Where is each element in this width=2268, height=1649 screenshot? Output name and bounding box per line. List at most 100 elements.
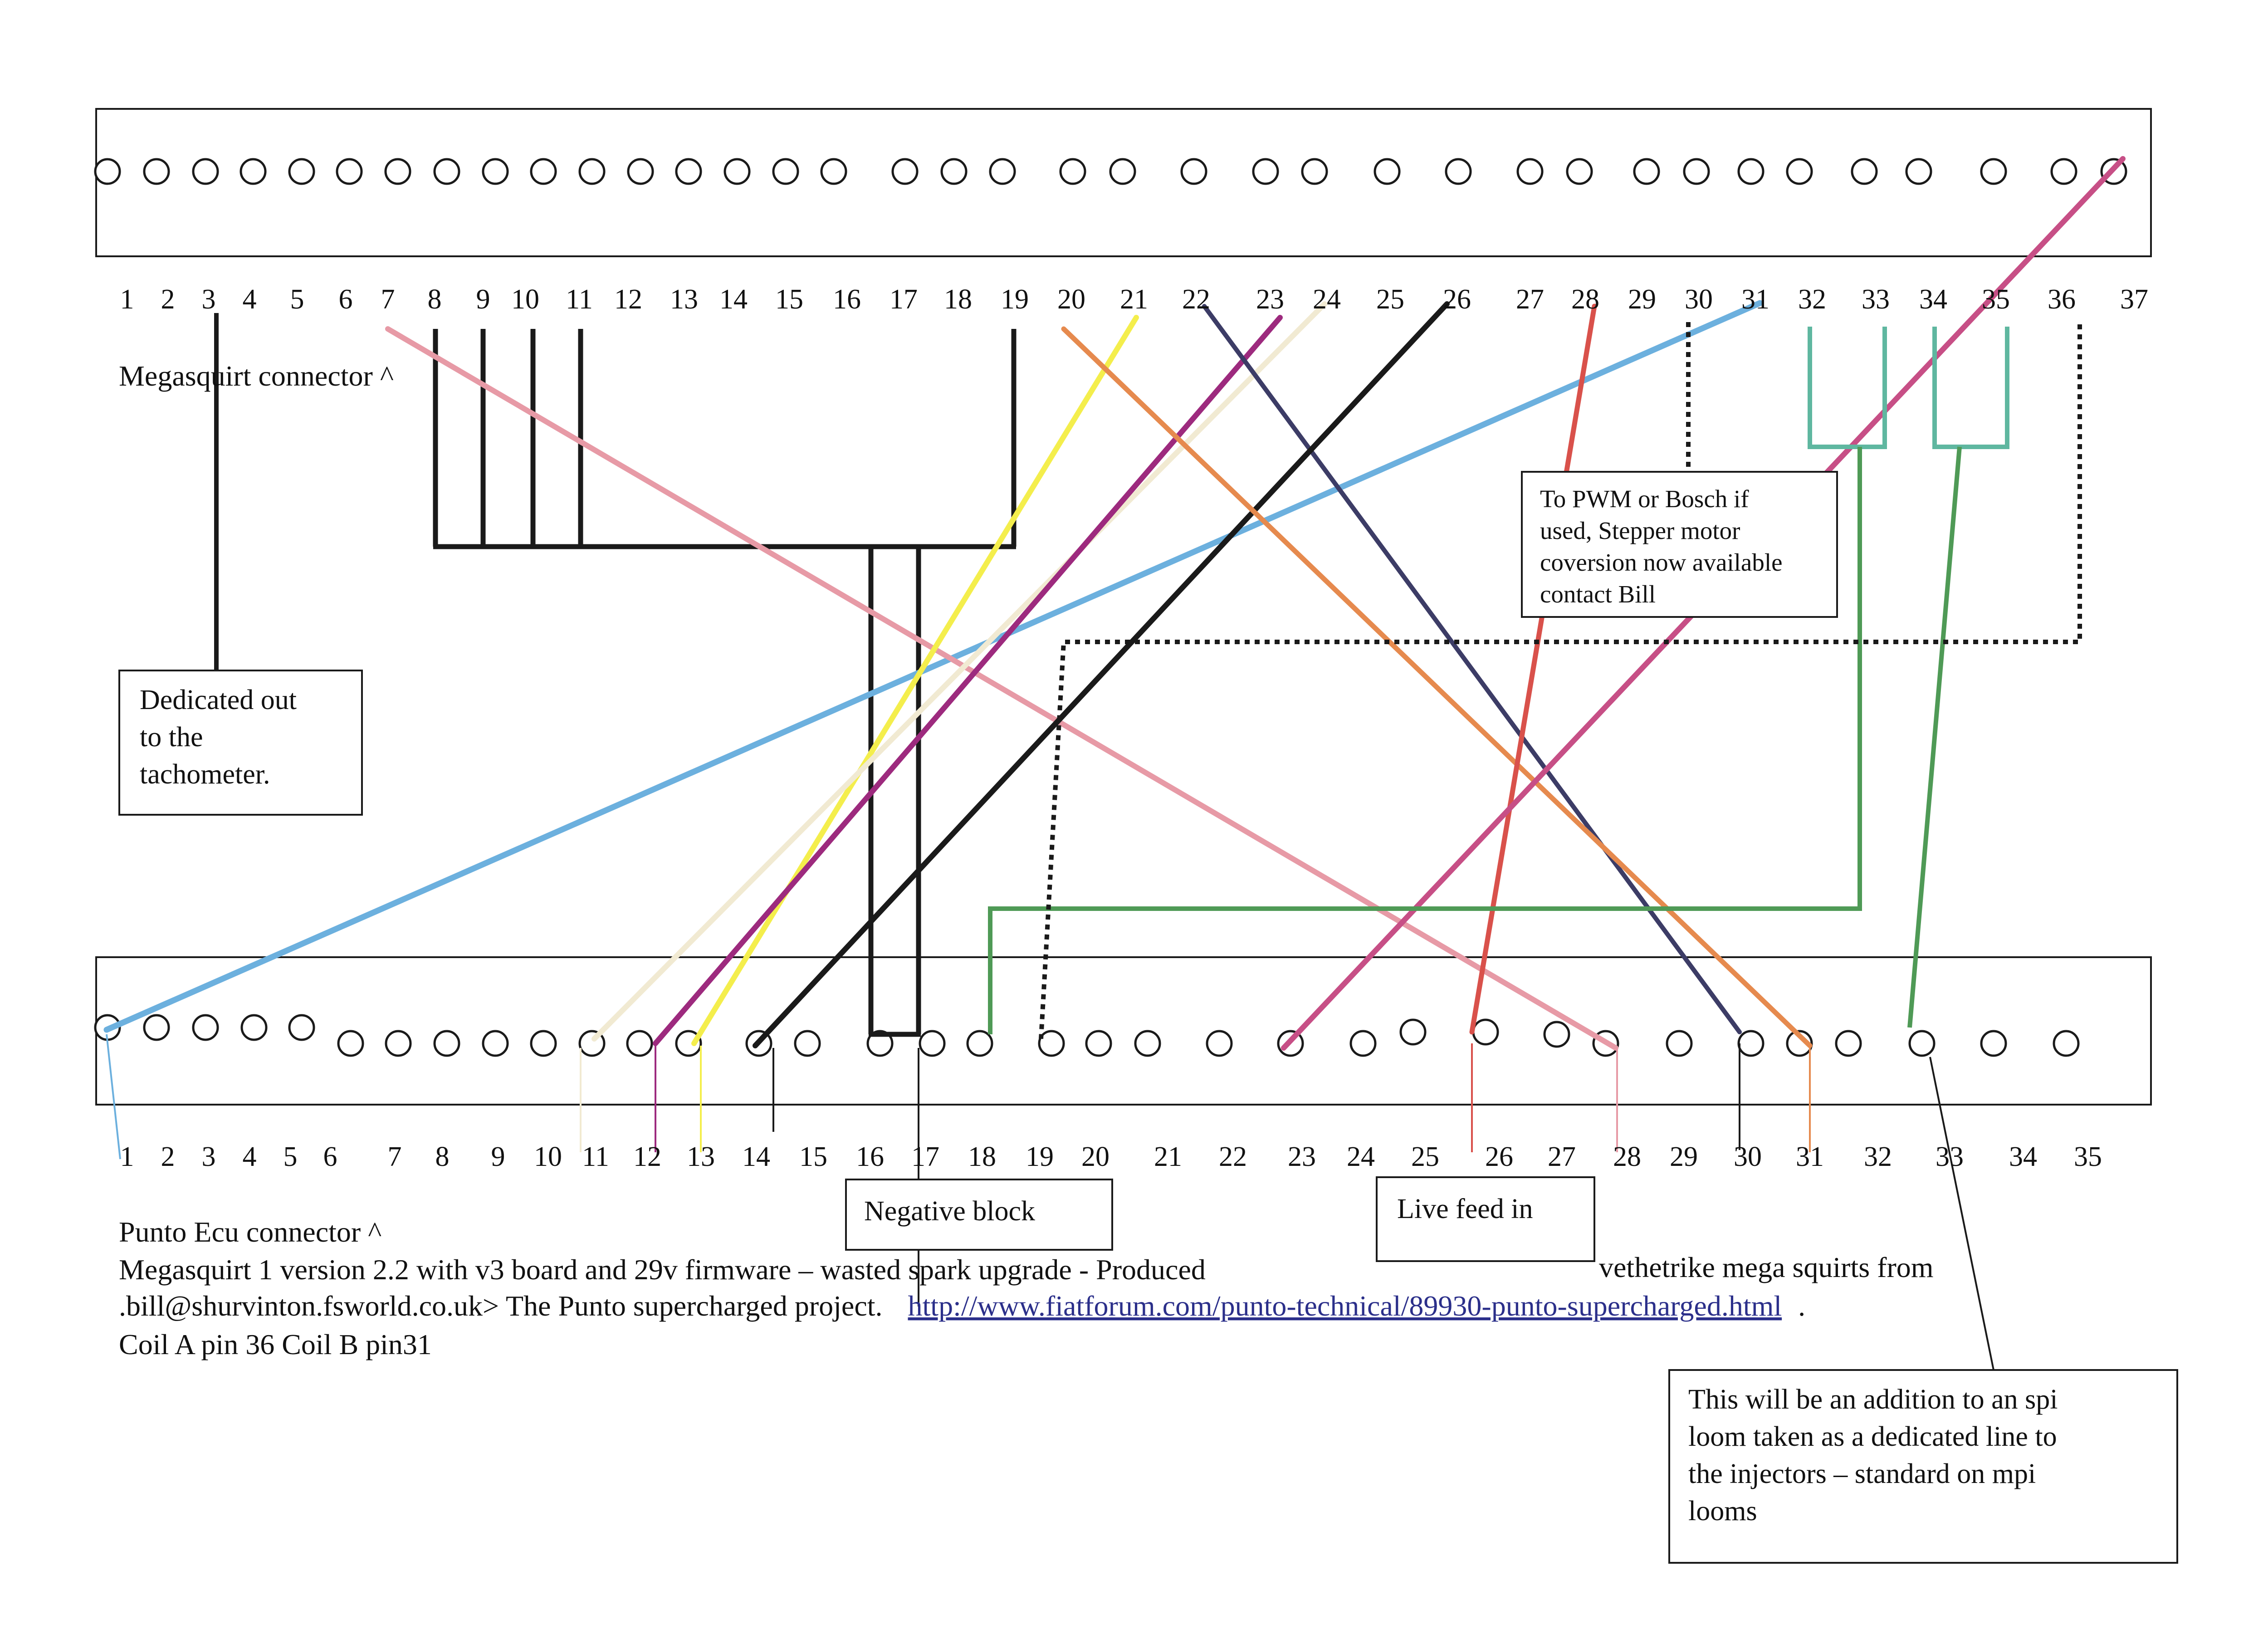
megasquirt-pin-hole xyxy=(192,158,219,185)
ecu-pin-hole xyxy=(2053,1030,2080,1057)
pin-number: 22 xyxy=(1219,1141,1247,1172)
pin-number: 15 xyxy=(799,1141,827,1172)
injector-note-box xyxy=(1668,1369,2178,1564)
ecu-pin-hole xyxy=(1399,1018,1427,1046)
pin-number: 27 xyxy=(1516,284,1544,315)
megasquirt-pin-hole xyxy=(1737,158,1765,185)
pin-number: 23 xyxy=(1288,1141,1316,1172)
pin-number: 28 xyxy=(1613,1141,1641,1172)
red-wire xyxy=(1469,303,1597,1035)
ecu-pin-leads xyxy=(106,1034,1994,1370)
megasquirt-pin-holes xyxy=(94,158,2127,185)
pin-number: 16 xyxy=(833,284,861,315)
ecu-pin-hole xyxy=(385,1030,412,1057)
pin-number: 26 xyxy=(1485,1141,1513,1172)
caption-line-3: .bill@shurvinton.fsworld.co.uk> The Punt… xyxy=(119,1290,1805,1322)
pin-number: 7 xyxy=(381,284,395,315)
megasquirt-pin-hole xyxy=(482,158,509,185)
pin-number: 35 xyxy=(2074,1141,2102,1172)
pin-number: 23 xyxy=(1256,284,1284,315)
tachometer-note: Dedicated out to the tachometer. xyxy=(140,685,304,790)
live-feed-box xyxy=(1376,1176,1595,1262)
caption-period: . xyxy=(1798,1290,1805,1322)
megasquirt-pin-hole xyxy=(433,158,460,185)
megasquirt-pin-hole xyxy=(240,158,267,185)
ecu-pin-holes xyxy=(94,1014,2080,1057)
ecu-pin-hole xyxy=(1085,1030,1112,1057)
megasquirt-connector-body xyxy=(95,108,2152,257)
pin-number: 27 xyxy=(1548,1141,1576,1172)
megasquirt-pin-hole xyxy=(1374,158,1401,185)
ecu-pin-hole xyxy=(240,1014,268,1041)
megasquirt-pin-hole xyxy=(820,158,847,185)
megasquirt-pin-hole xyxy=(723,158,751,185)
ecu-pin-hole xyxy=(966,1030,993,1057)
pin-number: 1 xyxy=(120,284,134,315)
negative-block-label: Negative block xyxy=(864,1196,1035,1227)
pin-number: 3 xyxy=(202,284,216,315)
pin-number: 21 xyxy=(1120,284,1148,315)
ecu-pin-hole xyxy=(1543,1021,1570,1048)
megasquirt-pin-hole xyxy=(530,158,557,185)
pin-number: 24 xyxy=(1313,284,1341,315)
ecu-pin-hole xyxy=(1666,1030,1693,1057)
megasquirt-pin-hole xyxy=(1059,158,1086,185)
megasquirt-pin-hole xyxy=(1301,158,1328,185)
ecu-pin-hole xyxy=(919,1030,946,1057)
pin-number: 30 xyxy=(1685,284,1713,315)
megasquirt-pin-hole xyxy=(989,158,1016,185)
pin-number: 9 xyxy=(476,284,490,315)
pin-number: 10 xyxy=(511,284,539,315)
megasquirt-pin-hole xyxy=(1445,158,1472,185)
caption-line-4: Coil A pin 36 Coil B pin31 xyxy=(119,1328,432,1360)
negative-block-box xyxy=(845,1179,1113,1251)
ecu-pin-hole xyxy=(1737,1030,1765,1057)
navy-wire xyxy=(1202,304,1742,1034)
pin-number: 5 xyxy=(284,1141,298,1172)
injector-note: This will be an addition to an spi loom … xyxy=(1688,1384,2065,1527)
black-wire xyxy=(753,301,1450,1048)
megasquirt-pin-hole xyxy=(772,158,799,185)
pin-number: 16 xyxy=(856,1141,884,1172)
pin-number: 5 xyxy=(290,284,304,315)
pin-number: 9 xyxy=(491,1141,505,1172)
blue-wire xyxy=(103,300,1763,1033)
cream-wire xyxy=(591,301,1327,1042)
pin-number: 26 xyxy=(1443,284,1471,315)
project-link[interactable]: http://www.fiatforum.com/punto-technical… xyxy=(908,1290,1782,1322)
pin-number: 34 xyxy=(2009,1141,2037,1172)
ecu-connector-title: Punto Ecu connector ^ xyxy=(119,1216,381,1248)
megasquirt-pin-hole xyxy=(1633,158,1660,185)
ecu-pin-hole xyxy=(337,1030,364,1057)
pin-number: 10 xyxy=(534,1141,562,1172)
megasquirt-pin-hole xyxy=(2050,158,2077,185)
caption-line-2: Megasquirt 1 version 2.2 with v3 board a… xyxy=(119,1253,1206,1286)
pin-number: 12 xyxy=(633,1141,661,1172)
megasquirt-pin-hole xyxy=(288,158,315,185)
pin-number: 34 xyxy=(1919,284,1947,315)
ecu-pin-hole xyxy=(1349,1030,1377,1057)
pin-number: 11 xyxy=(566,284,593,315)
pin-number: 2 xyxy=(161,1141,175,1172)
megasquirt-pin-hole xyxy=(940,158,968,185)
ecu-pin-hole xyxy=(288,1014,315,1041)
tachometer-note-line: to the xyxy=(140,722,203,753)
pin-number: 4 xyxy=(243,1141,257,1172)
ecu-pin-hole xyxy=(143,1014,170,1041)
pin-number: 17 xyxy=(911,1141,939,1172)
pin-number: 14 xyxy=(742,1141,770,1172)
pin-number: 31 xyxy=(1796,1141,1824,1172)
pin-number: 1 xyxy=(120,1141,134,1172)
pwm-note: To PWM or Bosch if used, Stepper motor c… xyxy=(1540,485,1789,608)
megasquirt-pin-hole xyxy=(1980,158,2007,185)
pin-number: 25 xyxy=(1411,1141,1439,1172)
pwm-note-line: To PWM or Bosch if xyxy=(1540,485,1749,513)
pin-number: 13 xyxy=(670,284,698,315)
pin-number: 22 xyxy=(1182,284,1210,315)
megasquirt-pin-hole xyxy=(1851,158,1878,185)
injector-note-line: loom taken as a dedicated line to xyxy=(1688,1421,2057,1452)
pin-number: 32 xyxy=(1798,284,1826,315)
live-feed-label: Live feed in xyxy=(1397,1194,1533,1224)
